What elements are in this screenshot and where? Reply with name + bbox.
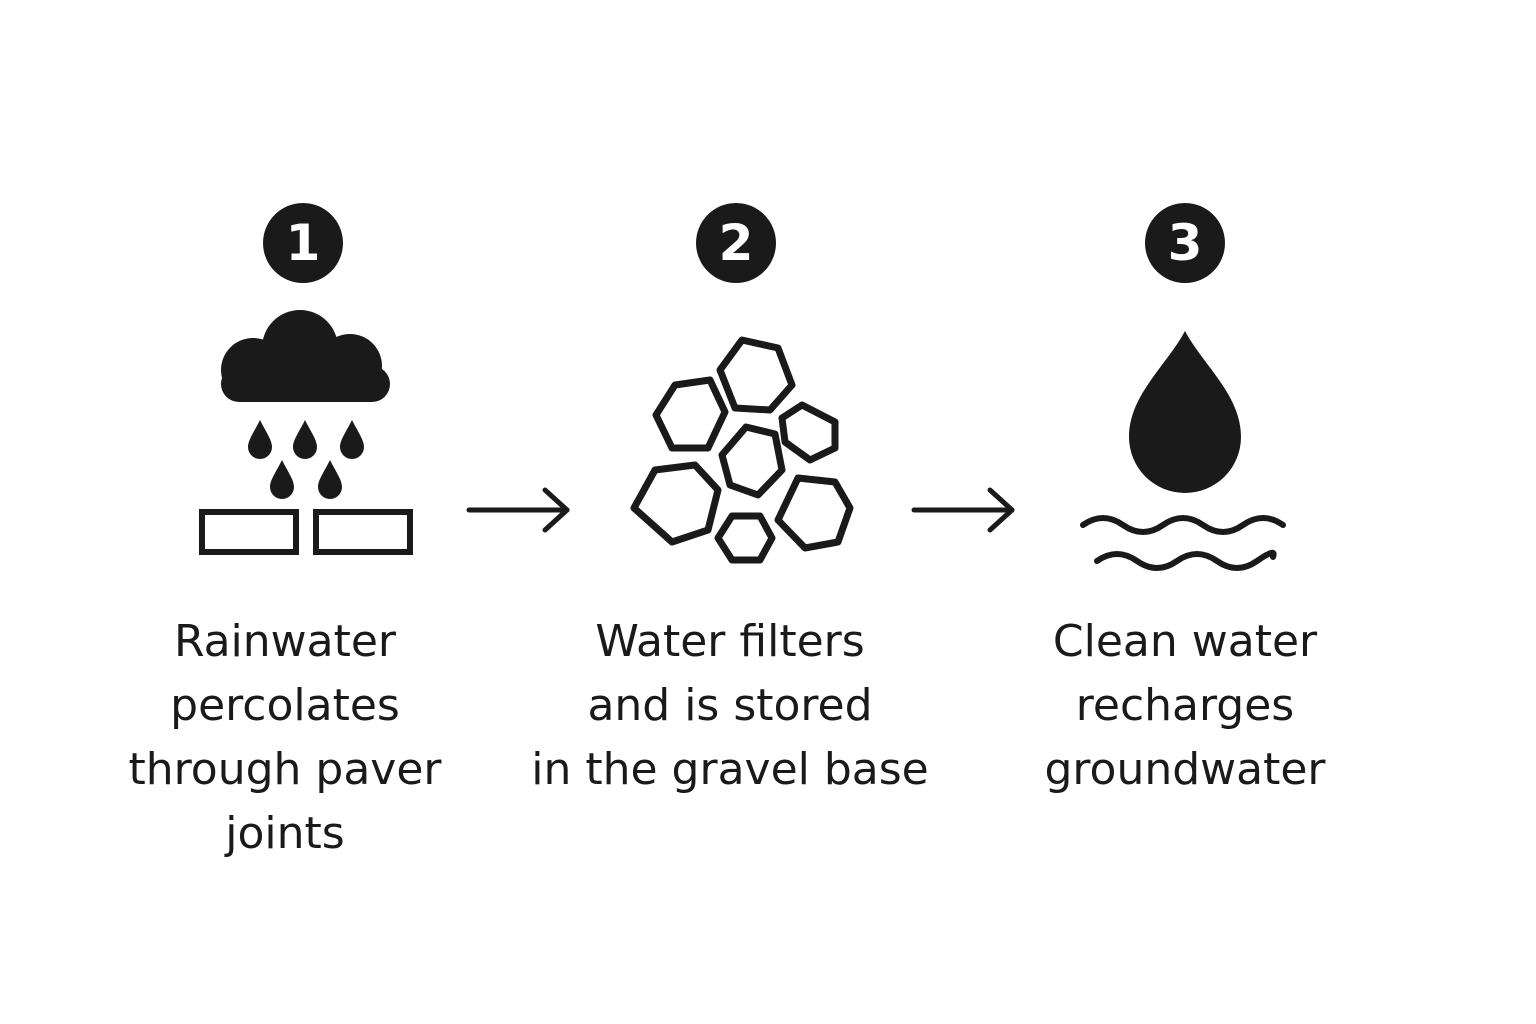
step-2-caption-line: Water filters	[595, 616, 865, 667]
arrow-right-icon	[466, 487, 570, 533]
gravel-stones-icon	[630, 336, 854, 564]
step-2-caption-line: and is stored	[587, 680, 873, 731]
step-1-caption-line: joints	[225, 808, 345, 859]
step-3-number: 3	[1167, 214, 1203, 272]
step-3-number-badge: 3	[1145, 203, 1225, 283]
water-drop-over-waves-icon	[1080, 331, 1286, 571]
step-2-number: 2	[718, 214, 754, 272]
arrow-right-icon	[911, 487, 1015, 533]
step-1-caption-line: percolates	[170, 680, 400, 731]
step-2-caption-line: in the gravel base	[531, 744, 929, 795]
step-3-caption: Clean water recharges groundwater	[985, 610, 1385, 802]
step-2-number-badge: 2	[696, 203, 776, 283]
step-2-caption: Water filters and is stored in the grave…	[500, 610, 960, 802]
step-3-caption-line: recharges	[1075, 680, 1295, 731]
step-1-caption-line: through paver	[128, 744, 442, 795]
step-3-caption-line: groundwater	[1044, 744, 1326, 795]
step-3-caption-line: Clean water	[1052, 616, 1318, 667]
step-1-caption: Rainwater percolates through paver joint…	[85, 610, 485, 866]
step-1-number-badge: 1	[263, 203, 343, 283]
step-1-number: 1	[285, 214, 321, 272]
rain-cloud-over-pavers-icon	[199, 310, 413, 555]
step-1-caption-line: Rainwater	[173, 616, 397, 667]
